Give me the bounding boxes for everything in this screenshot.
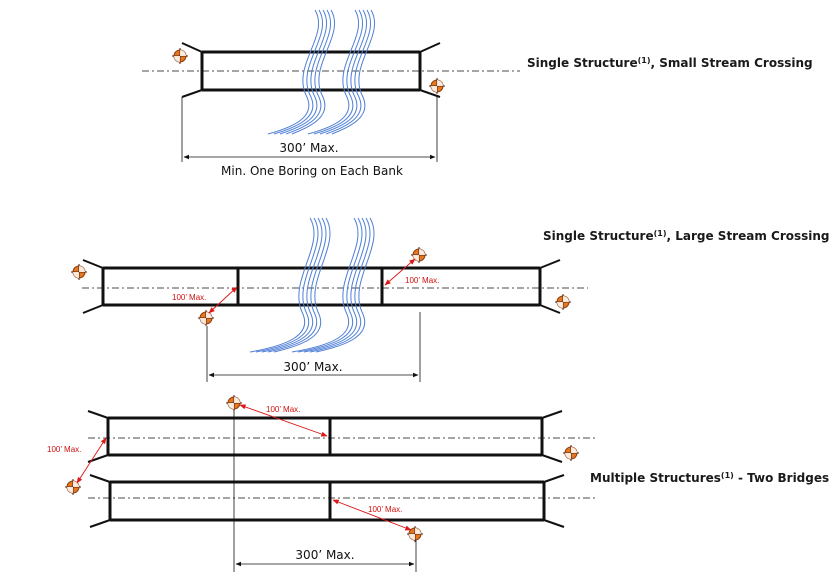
bridge-structure bbox=[82, 259, 561, 314]
bridge-structure bbox=[181, 42, 441, 98]
stream-icon bbox=[249, 217, 375, 353]
bridge-structure-upper bbox=[87, 410, 563, 463]
boring-location-icon bbox=[70, 263, 88, 281]
boring-location-icon bbox=[225, 394, 243, 412]
boring-location-icon bbox=[562, 444, 580, 462]
dimension-label: 300’ Max. bbox=[279, 141, 338, 155]
offset-label: 100’ Max. bbox=[172, 293, 206, 302]
stream-icon bbox=[267, 9, 376, 135]
offset-label: 100’ Max. bbox=[47, 445, 81, 454]
diagram-title: Multiple Structures(1) - Two Bridges bbox=[590, 471, 829, 485]
boring-location-icon bbox=[428, 77, 446, 95]
dimension-label: 300’ Max. bbox=[283, 360, 342, 374]
arrow-icon bbox=[332, 499, 412, 531]
diagram-title: Single Structure(1), Large Stream Crossi… bbox=[543, 229, 830, 243]
boring-location-icon bbox=[554, 293, 572, 311]
dimension-label: 300’ Max. bbox=[295, 548, 354, 562]
small-stream-diagram: 300’ Max. Min. One Boring on Each Bank S… bbox=[142, 9, 813, 179]
boring-location-icon bbox=[406, 525, 424, 543]
boring-note: Min. One Boring on Each Bank bbox=[221, 164, 403, 178]
bridge-structure-lower bbox=[89, 474, 565, 528]
arrow-icon bbox=[239, 404, 328, 437]
diagram-title: Single Structure(1), Small Stream Crossi… bbox=[527, 56, 813, 70]
boring-location-icon bbox=[171, 47, 189, 65]
offset-label: 100’ Max. bbox=[405, 276, 439, 285]
two-bridges-diagram: 100’ Max. 100’ Max. 100’ Max. 300’ Max. … bbox=[47, 394, 829, 572]
offset-label: 100’ Max. bbox=[368, 505, 402, 514]
boring-location-icon bbox=[197, 309, 215, 327]
offset-label: 100’ Max. bbox=[266, 405, 300, 414]
large-stream-diagram: 100’ Max. 100’ Max. 300’ Max. Single Str… bbox=[70, 217, 830, 382]
arrow-icon bbox=[76, 437, 107, 484]
arrow-icon bbox=[384, 258, 416, 286]
boring-location-icon bbox=[64, 478, 82, 496]
arrow-icon bbox=[208, 286, 238, 314]
